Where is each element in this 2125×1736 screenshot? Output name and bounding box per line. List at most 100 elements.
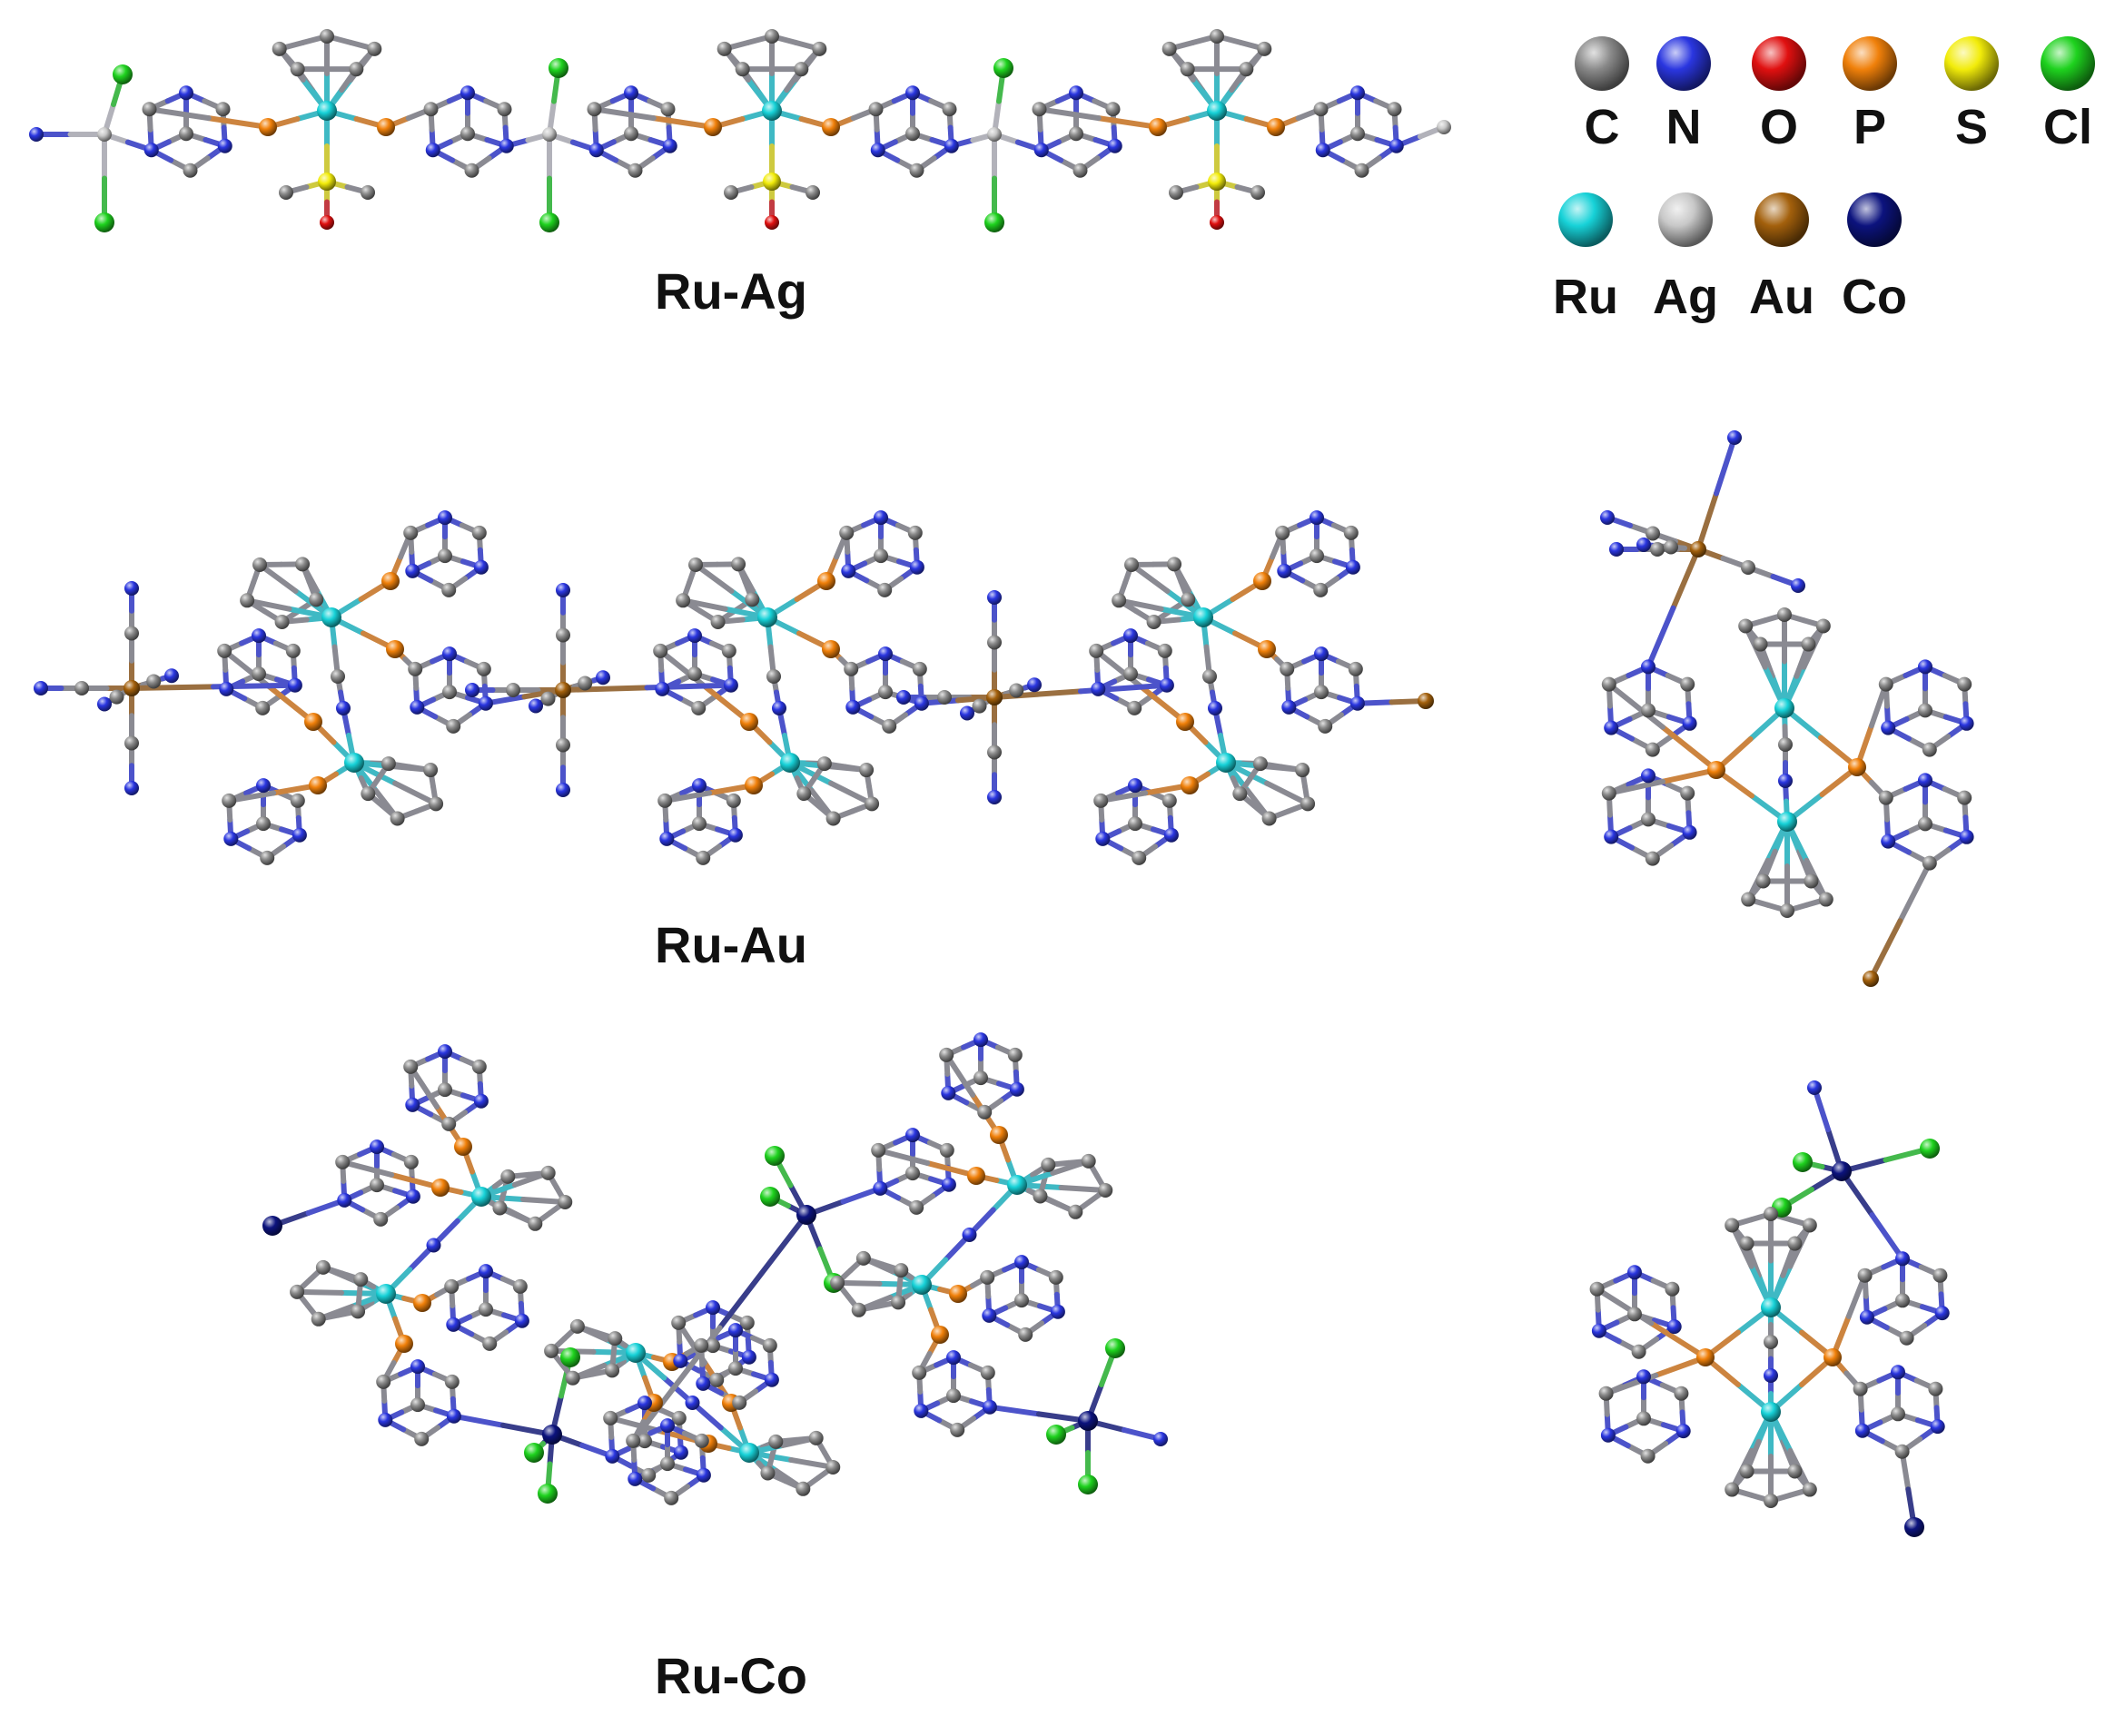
phosphorus-atom bbox=[309, 776, 327, 794]
carbon-atom bbox=[762, 1337, 777, 1353]
nitrogen-atom bbox=[1604, 720, 1619, 735]
carbon-atom bbox=[1957, 790, 1972, 805]
legend-swatch-n bbox=[1656, 36, 1711, 91]
nitrogen-atom bbox=[1791, 578, 1805, 593]
carbon-atom bbox=[942, 102, 957, 117]
carbon-atom bbox=[279, 185, 293, 200]
carbon-atom bbox=[806, 185, 820, 200]
carbon-atom bbox=[578, 676, 593, 691]
cobalt-atom bbox=[262, 1216, 282, 1236]
nitrogen-atom bbox=[1095, 831, 1111, 846]
carbon-atom bbox=[1857, 1267, 1873, 1283]
carbon-atom bbox=[1894, 1444, 1910, 1459]
carbon-atom bbox=[1627, 1307, 1642, 1322]
carbon-atom bbox=[1878, 676, 1893, 692]
nitrogen-atom bbox=[425, 143, 440, 158]
carbon-atom bbox=[1157, 643, 1172, 658]
phosphorus-atom bbox=[822, 640, 840, 658]
nitrogen-atom bbox=[29, 127, 44, 142]
cobalt-atom bbox=[1832, 1161, 1852, 1181]
carbon-atom bbox=[1895, 1293, 1910, 1308]
nitrogen-atom bbox=[1050, 1304, 1065, 1319]
chlorine-atom bbox=[113, 64, 133, 84]
chlorine-atom bbox=[539, 212, 559, 232]
carbon-atom bbox=[1161, 793, 1177, 808]
carbon-atom bbox=[909, 163, 924, 178]
carbon-atom bbox=[361, 185, 375, 200]
phosphorus-atom bbox=[1848, 758, 1866, 776]
nitrogen-atom bbox=[896, 690, 911, 705]
nitrogen-atom bbox=[1107, 138, 1122, 153]
nitrogen-atom bbox=[405, 563, 420, 578]
nitrogen-atom bbox=[337, 1192, 352, 1208]
carbon-atom bbox=[1354, 163, 1369, 178]
carbon-atom bbox=[376, 1374, 391, 1389]
carbon-atom bbox=[660, 102, 676, 117]
carbon-atom bbox=[403, 1059, 419, 1074]
nitrogen-atom bbox=[944, 138, 959, 153]
nitrogen-atom bbox=[370, 1139, 384, 1155]
chlorine-atom bbox=[524, 1443, 544, 1463]
carbon-atom bbox=[1818, 892, 1833, 907]
bond bbox=[226, 790, 277, 804]
nitrogen-atom bbox=[1091, 681, 1106, 696]
bond bbox=[1129, 561, 1171, 594]
nitrogen-atom bbox=[219, 681, 234, 696]
carbon-atom bbox=[1313, 102, 1329, 117]
nitrogen-atom bbox=[1854, 1423, 1870, 1438]
carbon-atom bbox=[1755, 873, 1771, 889]
carbon-atom bbox=[1641, 812, 1656, 827]
bond bbox=[1670, 547, 1701, 611]
nitrogen-atom bbox=[1895, 1251, 1910, 1267]
carbon-atom bbox=[1787, 1464, 1803, 1479]
ruthenium-atom bbox=[1207, 101, 1227, 121]
nitrogen-atom bbox=[438, 510, 452, 526]
carbon-atom bbox=[1032, 102, 1047, 117]
nitrogen-atom bbox=[741, 1349, 756, 1365]
phosphorus-atom bbox=[1258, 640, 1276, 658]
carbon-atom bbox=[745, 592, 760, 607]
carbon-atom bbox=[442, 685, 457, 700]
carbon-atom bbox=[731, 557, 746, 572]
bond bbox=[944, 1051, 976, 1098]
nitrogen-atom bbox=[179, 85, 193, 101]
carbon-atom bbox=[272, 41, 287, 56]
bond bbox=[294, 1288, 345, 1296]
carbon-atom bbox=[839, 525, 855, 540]
gold-atom bbox=[1863, 971, 1879, 987]
nitrogen-atom bbox=[1349, 695, 1365, 711]
nitrogen-atom bbox=[1159, 677, 1174, 693]
carbon-atom bbox=[851, 1302, 866, 1317]
bond bbox=[608, 1415, 663, 1434]
carbon-atom bbox=[1598, 1386, 1614, 1401]
carbon-atom bbox=[1146, 614, 1161, 629]
carbon-atom bbox=[1725, 1218, 1740, 1233]
carbon-atom bbox=[1128, 816, 1142, 832]
carbon-atom bbox=[1778, 737, 1793, 752]
ru-co-unit-structure bbox=[1589, 1080, 1950, 1537]
phosphorus-atom bbox=[1181, 776, 1199, 794]
nitrogen-atom bbox=[34, 681, 48, 695]
carbon-atom bbox=[638, 1434, 652, 1449]
ruthenium-atom bbox=[1761, 1297, 1781, 1317]
carbon-atom bbox=[1804, 873, 1819, 889]
carbon-atom bbox=[1631, 1344, 1646, 1359]
carbon-atom bbox=[438, 548, 452, 564]
nitrogen-atom bbox=[909, 559, 924, 575]
carbon-atom bbox=[1932, 1267, 1948, 1283]
bond bbox=[1845, 1272, 1868, 1319]
carbon-atom bbox=[624, 126, 638, 142]
carbon-atom bbox=[544, 1343, 559, 1358]
chlorine-atom bbox=[993, 58, 1013, 78]
carbon-atom bbox=[671, 1315, 687, 1330]
bond bbox=[1648, 1320, 1708, 1360]
carbon-atom bbox=[641, 1467, 657, 1483]
ru-co-label: Ru-Co bbox=[655, 1647, 807, 1704]
carbon-atom bbox=[1068, 1204, 1083, 1219]
phosphorus-atom bbox=[1267, 118, 1285, 136]
legend-label-s: S bbox=[1955, 100, 1988, 154]
carbon-atom bbox=[907, 525, 923, 540]
nitrogen-atom bbox=[1918, 659, 1932, 675]
carbon-atom bbox=[739, 1315, 755, 1330]
nitrogen-atom bbox=[1123, 628, 1138, 644]
